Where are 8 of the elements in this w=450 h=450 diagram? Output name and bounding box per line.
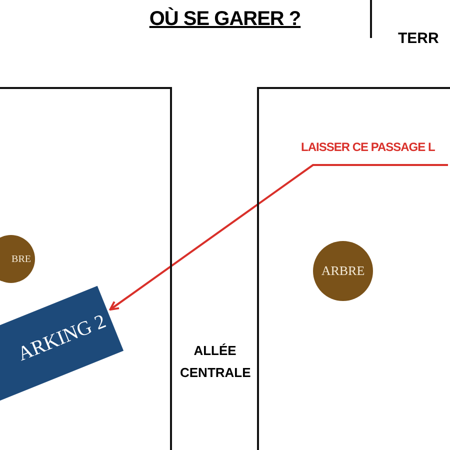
- heading-text: TERR: [398, 30, 439, 47]
- parking-block: [257, 87, 450, 450]
- tree-circle: ARBRE: [313, 241, 373, 301]
- title: OÙ SE GARER ?: [148, 8, 302, 31]
- aisle-label: ALLÉE CENTRALE: [180, 342, 250, 382]
- tree-circle: BRE: [0, 235, 35, 283]
- arrow: [109, 164, 448, 311]
- warning-text: LAISSER CE PASSAGE L: [301, 135, 450, 159]
